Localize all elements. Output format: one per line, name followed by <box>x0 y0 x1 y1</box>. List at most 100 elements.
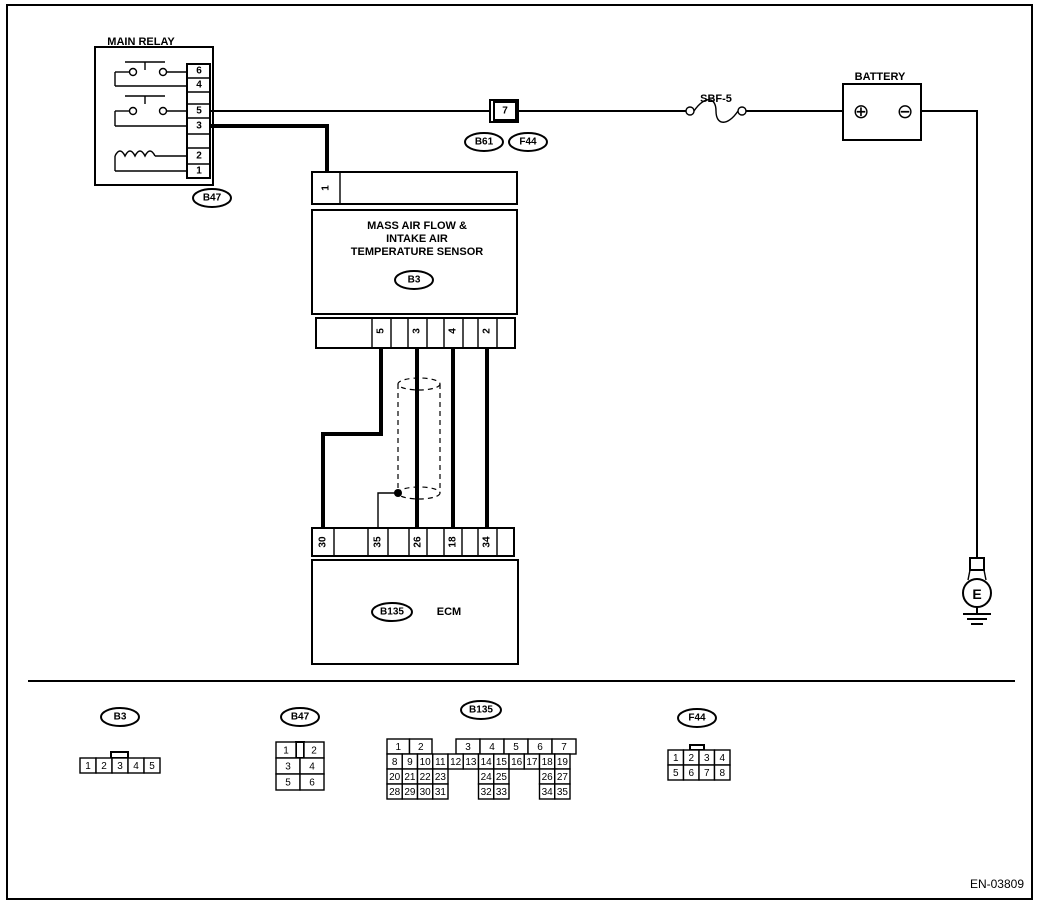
b135-pin-30-label: 30 <box>420 787 432 798</box>
b135-pin-13-label: 13 <box>465 757 477 768</box>
b135-pin-34-label: 34 <box>542 787 554 798</box>
b135-pin-7-label: 7 <box>561 742 567 753</box>
b135-pin-35-cell <box>554 783 571 800</box>
ecm-connector <box>311 527 515 557</box>
b135-pin-19-label: 19 <box>557 757 569 768</box>
legend-f44-tag <box>677 708 717 728</box>
ground-label: E <box>972 586 981 602</box>
b135-pin-8-label: 8 <box>392 757 398 768</box>
f44-pin-4-label: 4 <box>719 753 725 764</box>
svg-text:B135: B135 <box>380 607 404 618</box>
b47-pin-5-label: 5 <box>285 778 291 789</box>
b135-pin-9-label: 9 <box>407 757 413 768</box>
f44-pin-2-label: 2 <box>688 753 694 764</box>
junction-connector: 7 B61 F44 <box>464 99 548 152</box>
wire-maf5-ecm30 <box>321 348 383 528</box>
b135-pin-28-label: 28 <box>389 787 401 798</box>
f44-pin-3-label: 3 <box>704 753 710 764</box>
maf-pin-2: 2 <box>482 328 493 334</box>
b3-pin-5-cell <box>143 757 161 774</box>
junction-pin-box <box>493 101 517 121</box>
battery-title: BATTERY <box>855 71 906 83</box>
maf-pin-3: 3 <box>412 328 423 334</box>
f44-pin-7-label: 7 <box>704 768 710 779</box>
maf-pin-1: 1 <box>321 185 332 191</box>
relay-pin-5: 5 <box>196 106 202 117</box>
junction-pin-7: 7 <box>502 106 508 117</box>
b61-connector-tag <box>464 132 504 152</box>
main-relay-title: MAIN RELAY <box>107 36 175 48</box>
b135-pin-25-label: 25 <box>496 772 508 783</box>
b3-pin-4-label: 4 <box>133 761 139 772</box>
b47-pin-6-cell <box>299 773 325 791</box>
f44-pin-8-cell <box>713 764 731 781</box>
main-relay: MAIN RELAY 6 4 5 3 <box>94 36 232 208</box>
b135-pin-24-label: 24 <box>481 772 493 783</box>
b135-pin-27-label: 27 <box>557 772 569 783</box>
svg-text:B61: B61 <box>475 137 494 148</box>
svg-text:B3: B3 <box>114 712 127 723</box>
b135-pin-12-label: 12 <box>450 757 462 768</box>
relay-pin-2: 2 <box>196 151 202 162</box>
svg-text:B3: B3 <box>408 275 421 286</box>
b135-pin-20-label: 20 <box>389 772 401 783</box>
fuse-sbf5: SBF-5 <box>685 93 747 123</box>
battery-body <box>842 83 922 141</box>
relay-coil-icon <box>114 150 156 158</box>
maf-title-line3: TEMPERATURE SENSOR <box>351 246 483 258</box>
wire-battery-ground <box>921 110 978 558</box>
b135-pin-33-cell <box>493 783 510 800</box>
battery: BATTERY ⊕ ⊖ <box>842 71 922 141</box>
b135-pin-33-label: 33 <box>496 787 508 798</box>
svg-text:B135: B135 <box>469 705 493 716</box>
fuse-icon <box>693 99 739 123</box>
f44-pin-5-label: 5 <box>673 768 679 779</box>
b135-pin-31-label: 31 <box>435 787 447 798</box>
b135-pin-26-label: 26 <box>542 772 554 783</box>
ecm-pin-30: 30 <box>318 536 329 548</box>
f44-connector-tag <box>508 132 548 152</box>
b135-pin-23-label: 23 <box>435 772 447 783</box>
relay-pin-1: 1 <box>196 166 202 177</box>
b47-pin-2-label: 2 <box>311 746 317 757</box>
b135-pin-31-cell <box>432 783 449 800</box>
wire-relay3-maf1 <box>210 124 329 172</box>
relay-pin-6: 6 <box>196 66 202 77</box>
relay-pin-4: 4 <box>196 80 202 91</box>
b135-pin-22-label: 22 <box>420 772 432 783</box>
maf-title-line2: INTAKE AIR <box>386 233 448 245</box>
b135-pin-17-label: 17 <box>526 757 538 768</box>
f44-pin-1-label: 1 <box>673 753 679 764</box>
maf-pin-4: 4 <box>448 328 459 334</box>
b47-pin-6-label: 6 <box>309 778 315 789</box>
b47-pin-4-label: 4 <box>309 762 315 773</box>
figure-code: EN-03809 <box>970 877 1024 891</box>
b135-pin-10-label: 10 <box>420 757 432 768</box>
maf-top-connector <box>311 171 518 205</box>
b135-pin-29-label: 29 <box>404 787 416 798</box>
b135-pin-2-label: 2 <box>418 742 424 753</box>
f44-pin-8-label: 8 <box>719 768 725 779</box>
ecm: 30 35 26 18 34 B135 ECM <box>311 527 519 665</box>
ecm-pin-26: 26 <box>413 536 424 548</box>
b135-connector-tag <box>371 602 413 622</box>
b135-pin-35-label: 35 <box>557 787 569 798</box>
b3-pin-5-label: 5 <box>149 761 155 772</box>
maf-title-line1: MASS AIR FLOW & <box>367 220 467 232</box>
b47-pin-3-label: 3 <box>285 762 291 773</box>
relay-pin-3: 3 <box>196 121 202 132</box>
ecm-title: ECM <box>437 606 461 618</box>
b135-pin-1-label: 1 <box>395 742 401 753</box>
svg-text:F44: F44 <box>519 137 537 148</box>
legend-b135-tag <box>460 700 502 720</box>
b47-pin-1-label: 1 <box>283 746 289 757</box>
f44-pin-6-label: 6 <box>688 768 694 779</box>
b135-pin-15-label: 15 <box>496 757 508 768</box>
svg-text:B47: B47 <box>203 193 222 204</box>
b135-pin-32-label: 32 <box>481 787 493 798</box>
b3-connector-tag <box>394 270 434 290</box>
